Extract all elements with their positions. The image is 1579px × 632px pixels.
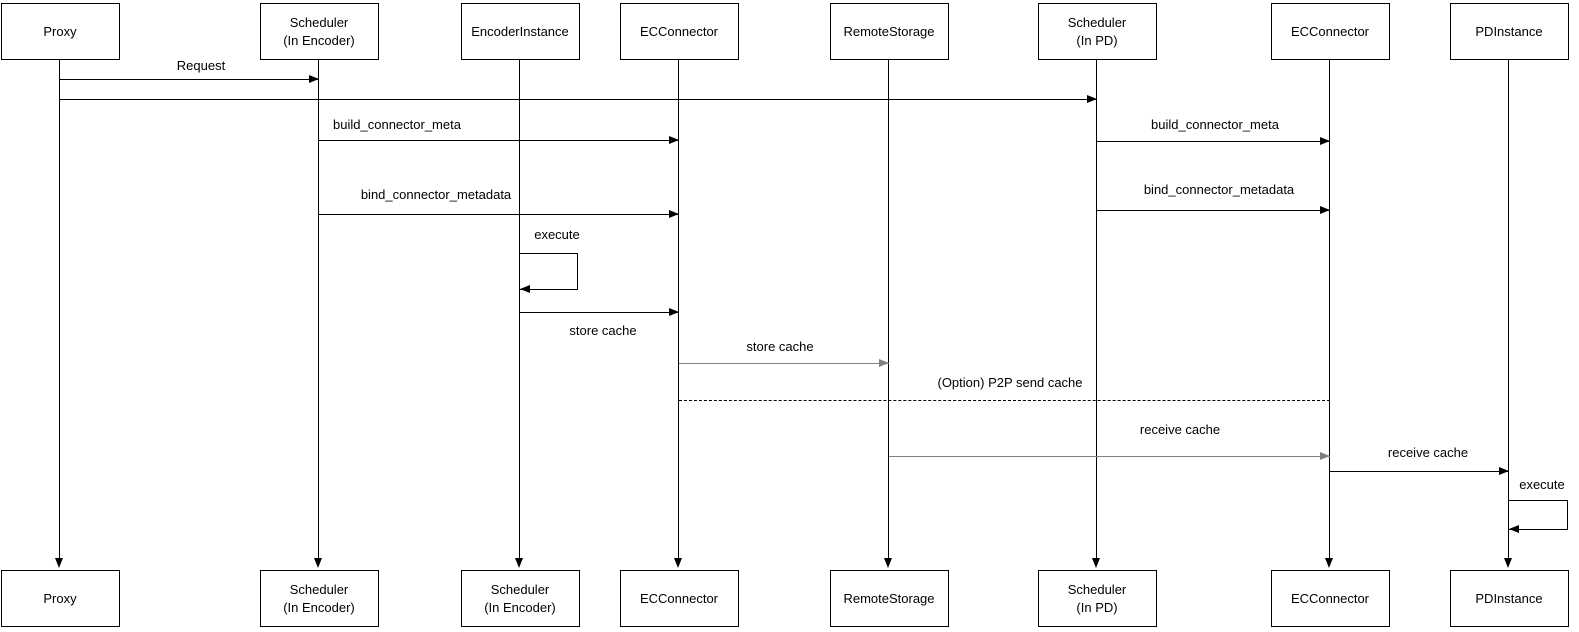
message-line [1097, 210, 1330, 211]
message-label: receive cache [1139, 422, 1221, 437]
actor-bottom-label: Scheduler (In Encoder) [283, 581, 355, 615]
arrowhead-right-icon [1320, 452, 1330, 461]
actor-bottom-label: Proxy [43, 590, 77, 606]
lifeline-ec-connector-pd [1329, 60, 1331, 558]
actor-bottom-label: ECConnector [1290, 590, 1370, 606]
message-line [319, 140, 679, 141]
actor-top-scheduler-encoder: Scheduler (In Encoder) [259, 3, 379, 60]
actor-top-label: Proxy [43, 23, 77, 39]
arrowhead-right-icon [1087, 95, 1097, 104]
message-line [889, 456, 1330, 457]
actor-bottom-ec-connector-encoder: ECConnector [619, 570, 739, 627]
actor-bottom-label: RemoteStorage [843, 590, 935, 606]
actor-bottom-scheduler-pd: Scheduler (In PD) [1037, 570, 1157, 627]
message-line [60, 79, 319, 80]
message-label: Request [176, 58, 226, 73]
actor-top-label: ECConnector [1290, 23, 1370, 39]
lifeline-encoder-instance [519, 60, 521, 558]
actor-bottom-ec-connector-pd: ECConnector [1270, 570, 1390, 627]
arrowhead-down-icon [515, 558, 523, 568]
actor-bottom-encoder-instance: Scheduler (In Encoder) [460, 570, 580, 627]
message-label: bind_connector_metadata [360, 187, 512, 202]
actor-top-pd-instance: PDInstance [1449, 3, 1569, 60]
message-line [1097, 141, 1330, 142]
message-label: execute [1519, 477, 1565, 492]
message-label: execute [534, 227, 580, 242]
arrowhead-down-icon [1092, 558, 1100, 568]
arrowhead-down-icon [314, 558, 322, 568]
message-line [679, 363, 889, 364]
actor-top-label: ECConnector [639, 23, 719, 39]
arrowhead-down-icon [55, 558, 63, 568]
arrowhead-left-icon [1509, 524, 1519, 533]
actor-top-label: Scheduler (In PD) [1067, 14, 1127, 48]
message-line [679, 400, 1330, 401]
actor-top-label: Scheduler (In Encoder) [283, 14, 355, 48]
lifeline-scheduler-encoder [318, 60, 320, 558]
actor-bottom-label: Scheduler (In Encoder) [484, 581, 556, 615]
arrowhead-right-icon [669, 308, 679, 317]
message-self-loop [1509, 500, 1568, 530]
arrowhead-right-icon [669, 136, 679, 145]
actor-top-label: PDInstance [1475, 23, 1543, 39]
message-label: build_connector_meta [1151, 117, 1279, 132]
lifeline-proxy [59, 60, 61, 558]
arrowhead-right-icon [309, 75, 319, 84]
message-label: store cache [569, 323, 637, 338]
actor-top-encoder-instance: EncoderInstance [460, 3, 580, 60]
actor-bottom-label: ECConnector [639, 590, 719, 606]
message-line [520, 312, 679, 313]
actor-top-ec-connector-pd: ECConnector [1270, 3, 1390, 60]
message-label: receive cache [1387, 445, 1469, 460]
lifeline-pd-instance [1508, 60, 1510, 558]
arrowhead-right-icon [1499, 467, 1509, 476]
arrowhead-right-icon [1320, 206, 1330, 215]
arrowhead-right-icon [879, 359, 889, 368]
message-line [319, 214, 679, 215]
actor-top-label: EncoderInstance [471, 23, 569, 39]
message-self-loop [520, 253, 578, 290]
actor-bottom-scheduler-encoder: Scheduler (In Encoder) [259, 570, 379, 627]
arrowhead-left-icon [520, 284, 530, 293]
actor-bottom-proxy: Proxy [0, 570, 120, 627]
arrowhead-down-icon [1504, 558, 1512, 568]
arrowhead-down-icon [674, 558, 682, 568]
message-line [1330, 471, 1509, 472]
lifeline-scheduler-pd [1096, 60, 1098, 558]
arrowhead-right-icon [669, 210, 679, 219]
actor-bottom-pd-instance: PDInstance [1449, 570, 1569, 627]
actor-top-ec-connector-encoder: ECConnector [619, 3, 739, 60]
message-label: bind_connector_metadata [1143, 182, 1295, 197]
message-line [60, 99, 1097, 100]
arrowhead-right-icon [1320, 137, 1330, 146]
lifeline-remote-storage [888, 60, 890, 558]
actor-top-label: RemoteStorage [843, 23, 935, 39]
actor-bottom-remote-storage: RemoteStorage [829, 570, 949, 627]
actor-top-remote-storage: RemoteStorage [829, 3, 949, 60]
message-label: store cache [746, 339, 814, 354]
actor-top-scheduler-pd: Scheduler (In PD) [1037, 3, 1157, 60]
actor-bottom-label: PDInstance [1475, 590, 1543, 606]
arrowhead-down-icon [1325, 558, 1333, 568]
message-label: build_connector_meta [333, 117, 461, 132]
actor-top-proxy: Proxy [0, 3, 120, 60]
message-label: (Option) P2P send cache [937, 375, 1083, 390]
arrowhead-down-icon [884, 558, 892, 568]
actor-bottom-label: Scheduler (In PD) [1067, 581, 1127, 615]
